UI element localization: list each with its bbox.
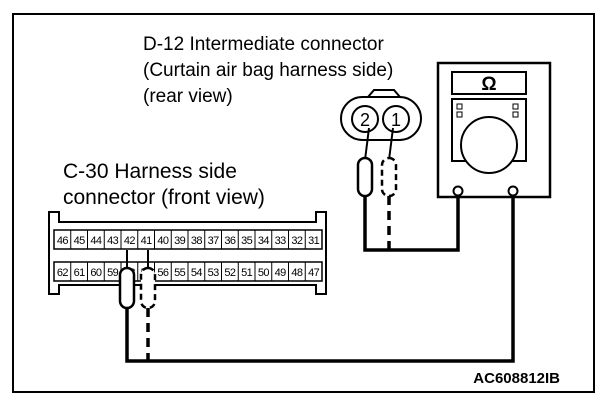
c30-label-line1: C-30 Harness side: [63, 160, 237, 183]
c30-pin-label: 54: [191, 267, 203, 279]
c30-pin-label: 49: [275, 267, 287, 279]
d12-pin-1: 1: [391, 110, 401, 130]
diagram-frame: [12, 13, 595, 393]
ohmmeter: Ω: [436, 61, 552, 199]
c30-pin-label: 47: [308, 267, 320, 279]
c30-pin-label: 44: [90, 235, 102, 247]
c30-pin-label: 31: [308, 235, 320, 247]
d12-label-line2: (Curtain air bag harness side): [143, 60, 393, 81]
ohm-symbol: Ω: [481, 74, 496, 95]
c30-pin-label: 51: [241, 267, 253, 279]
c30-pin-label: 38: [191, 235, 203, 247]
c30-pin-label: 59: [107, 267, 119, 279]
c30-pin-label: 50: [258, 267, 270, 279]
c30-pin-label: 36: [224, 235, 236, 247]
c30-pin-label: 56: [157, 267, 169, 279]
c30-pin-label: 55: [174, 267, 186, 279]
diagram-code: AC608812IB: [473, 370, 560, 387]
d12-connector: 2 1: [340, 89, 422, 141]
meter-dial: [460, 116, 518, 174]
d12-label-line3: (rear view): [143, 86, 233, 107]
c30-pin-label: 37: [208, 235, 220, 247]
c30-pin-label: 43: [107, 235, 119, 247]
c30-label-line2: connector (front view): [63, 186, 265, 209]
probes: [118, 127, 398, 310]
c30-pin-label: 53: [208, 267, 220, 279]
lead-solid-c30: [125, 196, 515, 363]
c30-pin-label: 34: [258, 235, 270, 247]
c30-pin-label: 48: [291, 267, 303, 279]
c30-row-upper: 46 45 44 43 42 41 40 39 38 37 36 35 34 33 32 31: [57, 235, 320, 247]
meter-terminal-left: [452, 185, 464, 197]
c30-pin-label: 45: [74, 235, 86, 247]
c30-pin-label: 33: [275, 235, 287, 247]
c30-pin-label: 41: [141, 235, 153, 247]
meter-terminal-right: [507, 185, 519, 197]
c30-pin-label: 62: [57, 267, 69, 279]
c30-pin-label: 40: [157, 235, 169, 247]
c30-connector: 46 45 44 43 42 41 40 39 38 37 36 35 34 33 32 31 62 61 60 5…: [48, 211, 327, 295]
c30-pin-label: 35: [241, 235, 253, 247]
wiring: [125, 196, 515, 363]
c30-pin-label: 60: [90, 267, 102, 279]
lead-solid-d12: [363, 196, 460, 252]
c30-pin-label: 52: [224, 267, 236, 279]
c30-pin-label: 46: [57, 235, 69, 247]
c30-pin-label: 61: [74, 267, 86, 279]
d12-pin-2: 2: [360, 110, 370, 130]
c30-pin-label: 42: [124, 235, 136, 247]
c30-pin-label: 39: [174, 235, 186, 247]
d12-label-line1: D-12 Intermediate connector: [143, 34, 384, 55]
c30-pin-label: 32: [291, 235, 303, 247]
